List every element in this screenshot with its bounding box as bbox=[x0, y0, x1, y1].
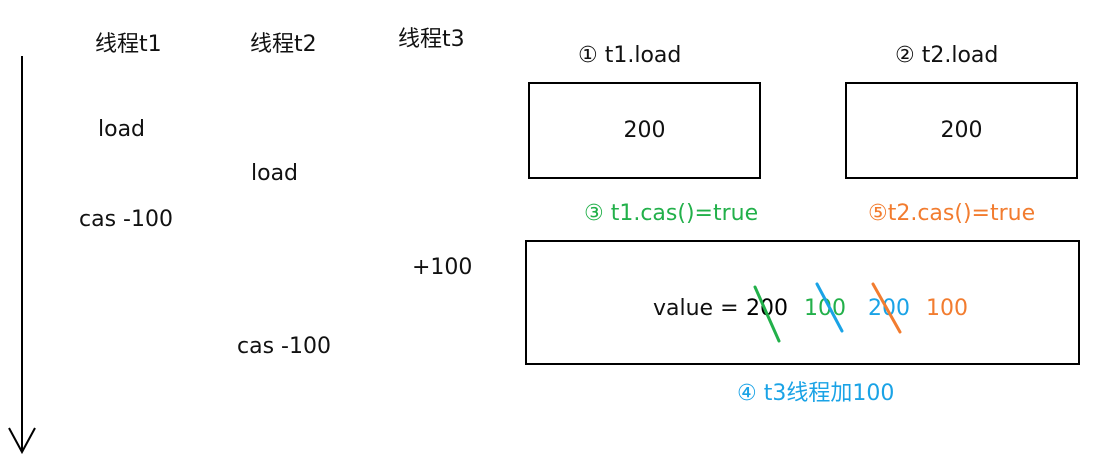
t3-add-label: ④ t3线程加100 bbox=[737, 381, 895, 406]
thread-t3-header: 线程t3 bbox=[398, 27, 465, 52]
thread-t1-header: 线程t1 bbox=[95, 32, 162, 57]
t1-local-value: 200 bbox=[623, 117, 666, 143]
t1-cas-step: cas -100 bbox=[79, 207, 173, 232]
value-prefix: value = bbox=[653, 296, 739, 321]
value-history-4: 100 bbox=[926, 296, 968, 321]
t1-cas-label: ③ t1.cas()=true bbox=[584, 201, 759, 226]
t1-local-copy-box: 200 bbox=[528, 82, 761, 179]
value-history-2: 100 bbox=[804, 296, 846, 321]
t2-load-step: load bbox=[251, 161, 299, 186]
value-history-3: 200 bbox=[868, 296, 910, 321]
t2-local-value: 200 bbox=[940, 117, 983, 143]
t2-cas-step: cas -100 bbox=[237, 334, 331, 359]
t3-add-step: +100 bbox=[412, 255, 473, 280]
t1-load-step: load bbox=[98, 117, 146, 142]
value-history-1: 200 bbox=[746, 296, 788, 321]
t2-load-label: ② t2.load bbox=[895, 43, 999, 68]
thread-t2-header: 线程t2 bbox=[250, 32, 317, 57]
t2-cas-label: ⑤t2.cas()=true bbox=[868, 201, 1036, 226]
t1-load-label: ① t1.load bbox=[578, 43, 682, 68]
t2-local-copy-box: 200 bbox=[845, 82, 1078, 179]
shared-value-box bbox=[525, 240, 1080, 365]
